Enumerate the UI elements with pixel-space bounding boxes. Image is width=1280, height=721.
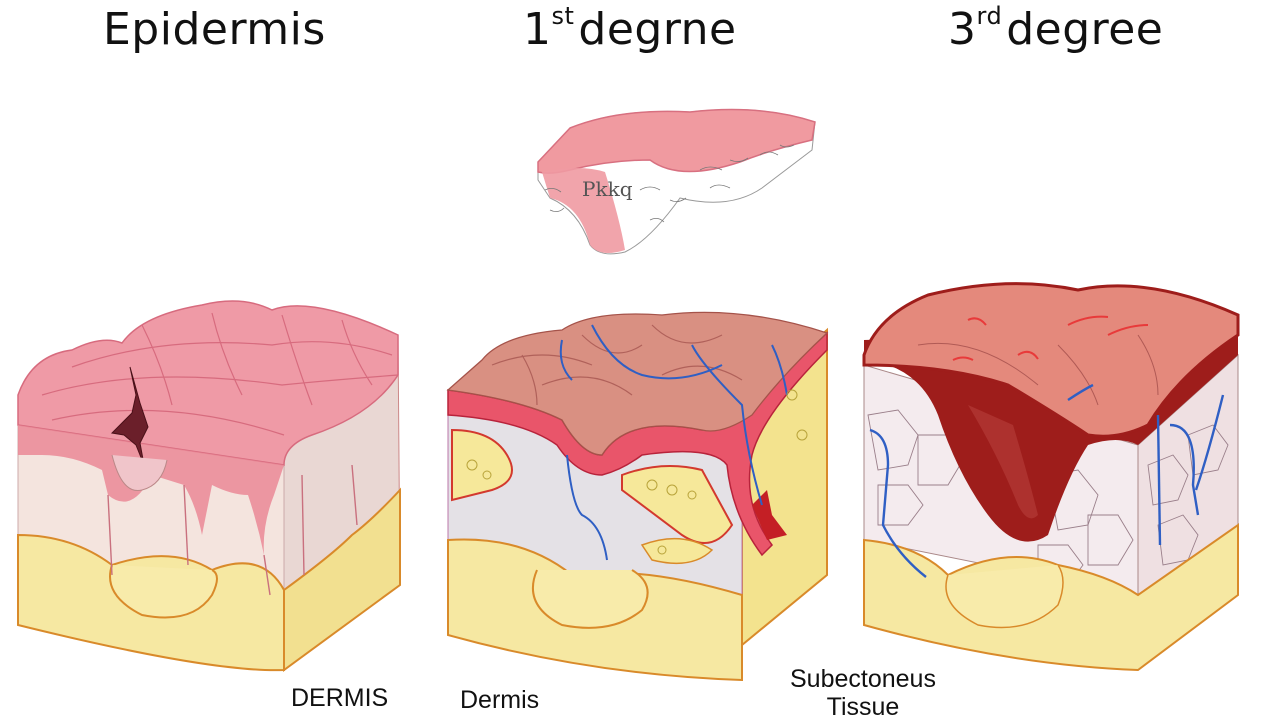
label-subcutaneous-line2: Tissue — [826, 693, 900, 721]
third-degree-block — [862, 282, 1240, 672]
title-epidermis: Epidermis — [103, 4, 326, 55]
label-subcutaneous-tissue: Subectoneus Tissue — [790, 665, 936, 721]
title-first-degree: 1stdegrne — [523, 2, 737, 55]
first-degree-block — [446, 311, 829, 682]
inset-skin-slab: Pkkq — [537, 108, 816, 255]
epidermis-block — [17, 300, 401, 672]
title-third-degree: 3rddegree — [948, 2, 1164, 55]
label-subcutaneous-line1: Subectoneus — [790, 665, 936, 693]
label-dermis-upper: DERMIS — [291, 684, 389, 712]
label-dermis: Dermis — [460, 686, 540, 714]
inset-text: Pkkq — [582, 177, 633, 201]
